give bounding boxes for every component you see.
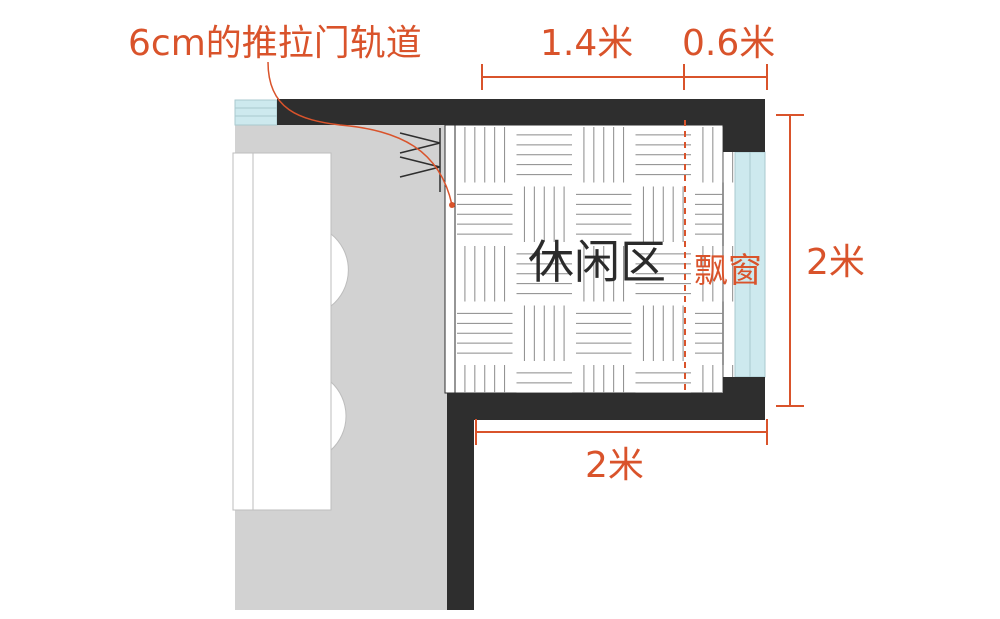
right-dim-label: 2米 — [806, 242, 865, 283]
bench-table — [232, 152, 332, 511]
track-leader-dot — [449, 202, 455, 208]
stool-upper — [330, 232, 349, 308]
top-right-pier — [723, 99, 765, 152]
top-wall — [277, 99, 765, 125]
bottom-dim-label: 2米 — [585, 445, 644, 486]
top-dim-side-label: 0.6米 — [682, 23, 775, 64]
bay-window-label: 飘窗 — [694, 251, 762, 291]
sliding-door-track — [444, 124, 456, 394]
track-leader-line — [267, 61, 453, 206]
bottom-dimension — [475, 419, 768, 445]
walls — [277, 99, 765, 610]
left-window — [234, 99, 278, 126]
track-note: 6cm的推拉门轨道 — [128, 23, 422, 64]
room-label: 休闲区 — [528, 235, 666, 289]
top-dimension — [481, 64, 768, 90]
stool-lower — [330, 380, 347, 452]
right-dimension — [776, 114, 804, 407]
folded-door-icon — [399, 128, 441, 192]
parquet-floor — [454, 124, 744, 414]
lower-left-wall — [447, 393, 474, 610]
top-dim-main-label: 1.4米 — [540, 23, 633, 64]
bottom-wall — [447, 393, 765, 420]
